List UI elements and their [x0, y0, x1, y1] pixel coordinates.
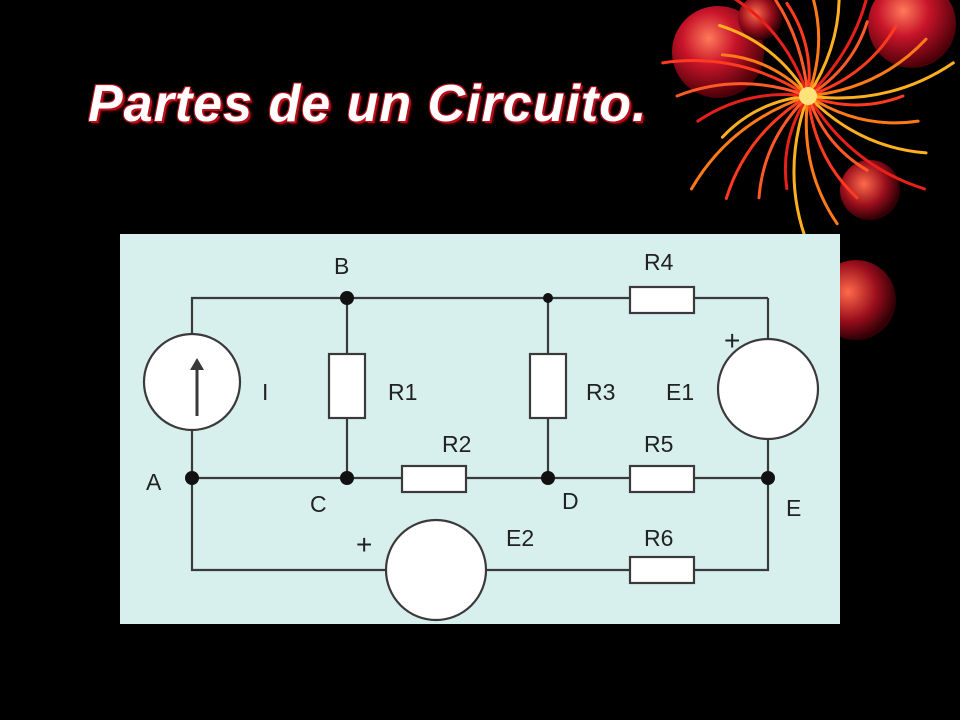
firework-ray — [720, 94, 810, 139]
firework-ray — [783, 94, 810, 191]
node-dot-top-d — [543, 293, 553, 303]
firework-ray — [806, 94, 859, 200]
firework-ray — [804, 94, 839, 226]
firework-ray — [792, 94, 810, 247]
node-dot-b — [340, 291, 354, 305]
label-node-a: A — [146, 469, 162, 495]
label-e1: E1 — [666, 379, 694, 405]
circuit-diagram: B A C D E I R1 R3 E1 R2 R4 R5 E2 R6 + + — [120, 234, 840, 624]
firework-ray — [724, 94, 810, 200]
firework-ray — [733, 0, 810, 98]
label-r5: R5 — [644, 431, 673, 457]
firework-ray — [806, 61, 955, 100]
firework-ray — [757, 94, 810, 200]
firework-ray — [773, 0, 810, 98]
firework-ray — [806, 94, 905, 107]
resistor-r4 — [628, 285, 696, 315]
resistor-r3 — [528, 352, 568, 420]
resistor-r5 — [628, 464, 696, 494]
firework-ray — [806, 20, 869, 98]
junction-dots — [185, 291, 775, 485]
firework-ray — [690, 94, 810, 191]
firework-ray — [806, 0, 868, 98]
firework-ray — [806, 94, 926, 191]
slide-title: Partes de un Circuito. — [88, 75, 648, 133]
resistor-r2 — [400, 464, 468, 494]
firework-ray — [696, 93, 810, 123]
polarity-plus-e2: + — [356, 529, 372, 560]
firework-ray — [785, 1, 811, 98]
label-r2: R2 — [442, 431, 471, 457]
polarity-plus-e1: + — [724, 325, 740, 356]
label-node-c: C — [310, 491, 327, 517]
firework-ray — [661, 59, 810, 98]
node-dot-a — [185, 471, 199, 485]
node-dot-c — [340, 471, 354, 485]
firework-ray — [806, 94, 928, 155]
resistor-r1 — [327, 352, 367, 420]
label-current-source: I — [262, 379, 268, 405]
label-r1: R1 — [388, 379, 417, 405]
firework-ray — [718, 24, 810, 98]
voltage-source-e1 — [716, 337, 820, 441]
firework-ray — [806, 0, 821, 98]
label-node-b: B — [334, 253, 349, 279]
label-e2: E2 — [506, 525, 534, 551]
node-dot-e — [761, 471, 775, 485]
firework-ray — [806, 24, 898, 98]
firework-ray — [806, 37, 928, 98]
label-r4: R4 — [644, 249, 674, 275]
firework-ray — [720, 53, 810, 98]
firework-ray — [806, 94, 869, 172]
label-node-d: D — [562, 488, 579, 514]
label-r3: R3 — [586, 379, 615, 405]
current-source — [142, 332, 242, 432]
firework-ray — [806, 0, 841, 98]
label-r6: R6 — [644, 525, 673, 551]
firework-ray — [675, 82, 810, 98]
node-dot-d — [541, 471, 555, 485]
resistor-r6 — [628, 555, 696, 585]
voltage-source-e2 — [384, 518, 488, 622]
firework-ray — [806, 94, 920, 125]
label-node-e: E — [786, 495, 801, 521]
